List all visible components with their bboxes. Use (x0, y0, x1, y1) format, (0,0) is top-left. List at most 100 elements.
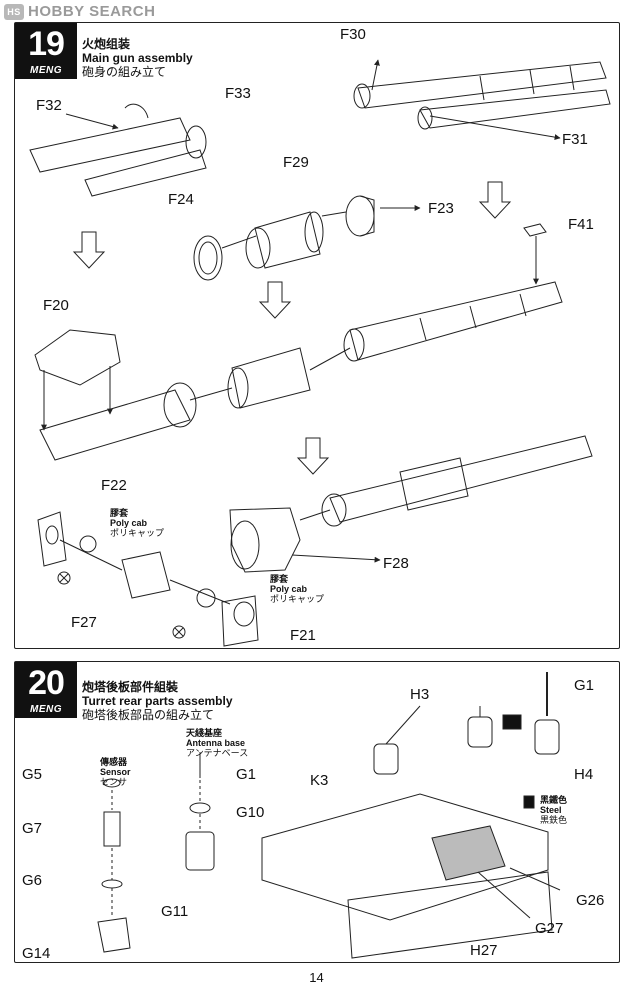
f24-ring (193, 235, 223, 281)
step-20-brand: MENG (30, 704, 62, 715)
step-20-number: 20 (28, 664, 65, 702)
f27-box (121, 551, 171, 599)
hobby-search-watermark: HS HOBBY SEARCH (4, 3, 155, 20)
steel-en: Steel (540, 805, 562, 815)
assembled-barrel-bottom (321, 435, 593, 527)
label-f32: F32 (36, 97, 62, 114)
polycap-bottom-note: 膠套 Poly cab ポリキャップ (270, 574, 324, 604)
label-g5: G5 (22, 766, 43, 783)
polycap-bottom-jp: ポリキャップ (270, 594, 325, 604)
step-20-title: 炮塔後板部件組裝 Turret rear parts assembly 砲塔後板… (82, 680, 233, 722)
f29-sleeve (245, 211, 324, 269)
antenna-en: Antenna base (186, 738, 246, 748)
no-glue-icon (172, 625, 186, 639)
step-19-title-cn: 火炮组装 (82, 37, 131, 51)
f22-bracket (37, 511, 67, 567)
sensor-note: 傳感器 Sensor センサ (100, 757, 131, 787)
label-f28: F28 (383, 555, 409, 572)
h3-canister (467, 716, 493, 748)
step-20-title-cn: 炮塔後板部件組裝 (82, 680, 179, 694)
step-19-number: 19 (28, 25, 65, 63)
polycap-bottom-en: Poly cab (270, 584, 308, 594)
f20-mantlet (34, 329, 197, 461)
label-f31: F31 (562, 131, 588, 148)
antenna-jp: アンテナベース (186, 748, 249, 758)
g14-bracket (97, 917, 131, 953)
label-f23: F23 (428, 200, 454, 217)
step-19-brand: MENG (30, 65, 62, 76)
step-20-title-en: Turret rear parts assembly (82, 694, 233, 708)
label-g10: G10 (236, 804, 265, 821)
assembled-barrel-mid (343, 281, 563, 362)
f41-tab (523, 223, 547, 237)
label-h4: H4 (574, 766, 594, 783)
steel-jp: 黒鉄色 (540, 815, 568, 825)
f21-bracket (221, 595, 259, 647)
step-20-badge: 20 MENG (15, 662, 77, 718)
antenna-cn: 天綫基座 (186, 728, 223, 738)
polycap-top-cn: 膠套 (110, 508, 129, 518)
label-f33: F33 (225, 85, 251, 102)
down-arrow-icon (258, 281, 292, 319)
h3-canister (373, 743, 399, 775)
paint-steel-icon (523, 795, 535, 809)
swap-icon (502, 714, 522, 730)
polycap-bottom-cn: 膠套 (270, 574, 289, 584)
label-g26: G26 (576, 892, 605, 909)
step-19-title-jp: 砲身の組み立て (82, 65, 167, 79)
label-f41: F41 (568, 216, 594, 233)
polycap-top-note: 膠套 Poly cab ポリキャップ (110, 508, 164, 538)
no-glue-icon (57, 571, 71, 585)
label-h3: H3 (410, 686, 430, 703)
polycap-top (79, 535, 97, 553)
label-f24: F24 (168, 191, 194, 208)
hobby-search-logo-icon: HS (4, 3, 24, 20)
g10-mount (189, 802, 211, 814)
label-g14: G14 (22, 945, 51, 962)
label-g1-antenna: G1 (236, 766, 257, 783)
label-f22: F22 (101, 477, 127, 494)
mid-sleeve (227, 347, 311, 409)
label-f21: F21 (290, 627, 316, 644)
antenna-note: 天綫基座 Antenna base アンテナベース (186, 728, 248, 758)
label-g11: G11 (161, 903, 189, 920)
h27-plate (347, 871, 553, 959)
g5-sensor-disk (103, 778, 121, 788)
step-20-panel: 20 MENG 炮塔後板部件組裝 Turret rear parts assem… (14, 661, 620, 963)
polycap-top-jp: ポリキャップ (110, 528, 165, 538)
label-g7: G7 (22, 820, 43, 837)
f30-f31-barrel-halves (353, 61, 611, 130)
steel-cn: 黑鐵色 (540, 795, 568, 805)
label-g1-top: G1 (574, 677, 595, 694)
f32-f33-barrel-halves (29, 103, 207, 197)
step-19-badge: 19 MENG (15, 23, 77, 79)
label-f29: F29 (283, 154, 309, 171)
down-arrow-icon (478, 181, 512, 219)
g11-antenna-base (185, 831, 215, 871)
g6-washer (101, 879, 123, 889)
polycap-top-en: Poly cab (110, 518, 148, 528)
sensor-en: Sensor (100, 767, 131, 777)
label-f20: F20 (43, 297, 69, 314)
step-20-title-jp: 砲塔後板部品の組み立て (82, 708, 215, 722)
g7-sensor-post (103, 811, 121, 847)
steel-paint-note: 黑鐵色 Steel 黒鉄色 (540, 795, 567, 825)
label-g6: G6 (22, 872, 43, 889)
down-arrow-icon (72, 231, 106, 269)
sensor-jp: センサ (100, 777, 128, 787)
k3-rear-plate (261, 793, 549, 921)
g27-assembly (431, 825, 506, 881)
down-arrow-icon (296, 437, 330, 475)
f23-cap (345, 195, 375, 237)
f28-mantlet (229, 507, 301, 573)
page-number: 14 (309, 970, 324, 985)
step-19-title-en: Main gun assembly (82, 51, 193, 65)
label-f30: F30 (340, 26, 366, 43)
watermark-text: HOBBY SEARCH (28, 3, 156, 20)
step-19-title: 火炮组装 Main gun assembly 砲身の組み立て (82, 37, 193, 79)
label-k3: K3 (310, 772, 329, 789)
label-f27: F27 (71, 614, 97, 631)
label-h27: H27 (470, 942, 498, 959)
label-g27: G27 (535, 920, 564, 937)
